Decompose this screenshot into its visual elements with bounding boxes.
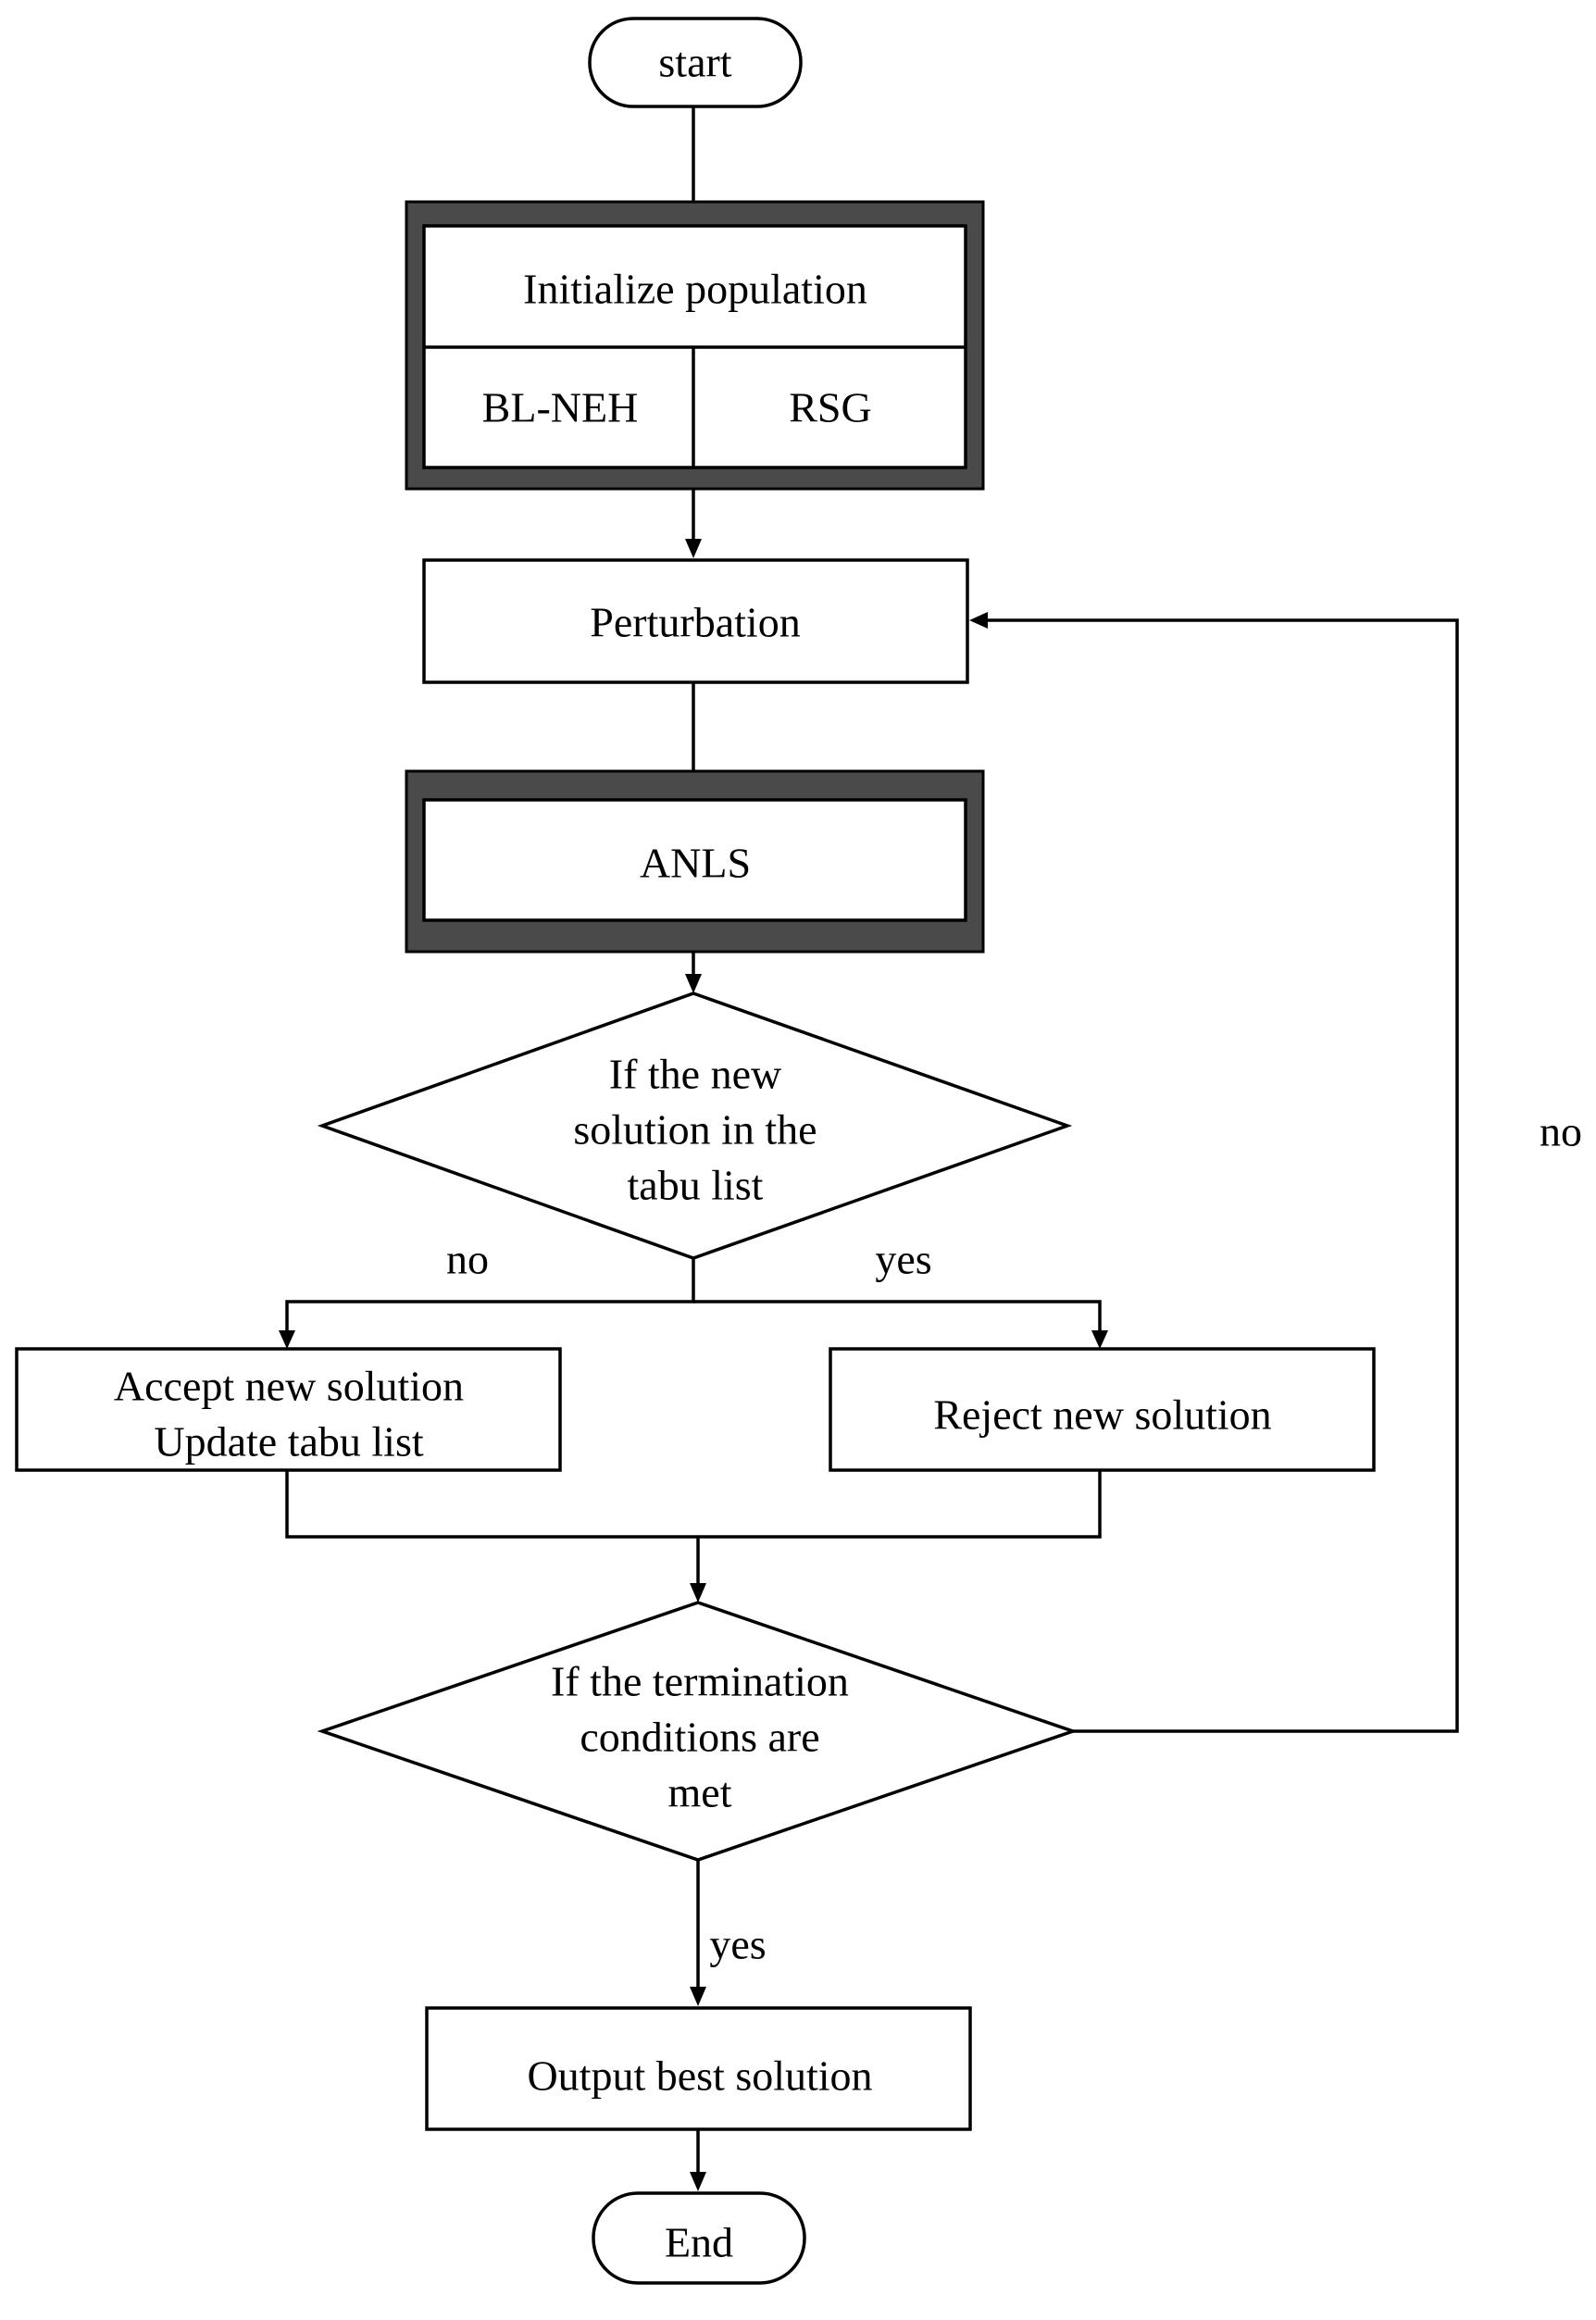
tabu-check-diamond	[317, 992, 1073, 1260]
termination-node: If the termination conditions are met	[317, 1601, 1079, 1862]
connector-loop-back	[988, 618, 1459, 1733]
perturbation-node: Perturbation	[422, 558, 969, 684]
termination-line-2: conditions are	[580, 1714, 819, 1761]
anls-label: ANLS	[640, 840, 751, 887]
tabu-check-node: If the new solution in the tabu list	[317, 992, 1073, 1260]
reject-box	[829, 1347, 1376, 1472]
tabu-check-line-2: solution in the	[573, 1106, 817, 1154]
output-label: Output best solution	[527, 2052, 872, 2100]
termination-line-3: met	[668, 1769, 732, 1816]
init-node: Initialize population BL-NEH RSG	[405, 200, 985, 491]
arrowhead-reject	[1091, 1330, 1108, 1349]
start-label: start	[658, 39, 731, 86]
arrowhead-termination	[690, 1583, 706, 1603]
init-right-label: RSG	[789, 384, 871, 431]
output-node: Output best solution	[425, 2006, 972, 2131]
arrowhead-loop-back	[969, 612, 988, 629]
end-terminator	[592, 2191, 806, 2285]
arrowhead-perturbation	[685, 539, 702, 558]
loop-no-label: no	[1540, 1108, 1582, 1155]
init-left-label: BL-NEH	[482, 384, 639, 431]
arrowhead-tabu-check	[685, 974, 702, 993]
reject-label: Reject new solution	[933, 1391, 1271, 1439]
perturbation-label: Perturbation	[590, 599, 800, 646]
arrowhead-accept	[279, 1330, 295, 1349]
termination-diamond	[317, 1601, 1079, 1862]
arrowhead-end	[690, 2172, 706, 2191]
accept-line-2: Update tabu list	[154, 1418, 423, 1466]
start-terminator	[588, 17, 803, 108]
connector-merge	[285, 1470, 1102, 1539]
connector-tabu-branch	[285, 1258, 695, 1330]
tabu-no-label: no	[446, 1236, 489, 1283]
tabu-check-line-3: tabu list	[628, 1162, 764, 1209]
perturbation-box	[422, 558, 969, 684]
arrowhead-output	[690, 1987, 706, 2006]
reject-node: Reject new solution	[829, 1347, 1376, 1472]
connectors	[279, 106, 1459, 2191]
tabu-check-line-1: If the new	[609, 1051, 782, 1098]
accept-node: Accept new solution Update tabu list	[15, 1347, 562, 1472]
start-node: start	[588, 17, 803, 108]
termination-line-1: If the termination	[551, 1658, 849, 1705]
termination-yes-label: yes	[709, 1921, 766, 1968]
anls-box	[422, 798, 967, 922]
accept-box	[15, 1347, 562, 1472]
output-box	[425, 2006, 972, 2131]
tabu-yes-label: yes	[875, 1236, 931, 1283]
anls-node: ANLS	[405, 769, 985, 954]
connector-tabu-branch-yes	[693, 1300, 1102, 1330]
end-label: End	[665, 2219, 733, 2266]
init-title: Initialize population	[523, 266, 867, 313]
end-node: End	[592, 2191, 806, 2285]
accept-line-1: Accept new solution	[114, 1363, 464, 1410]
